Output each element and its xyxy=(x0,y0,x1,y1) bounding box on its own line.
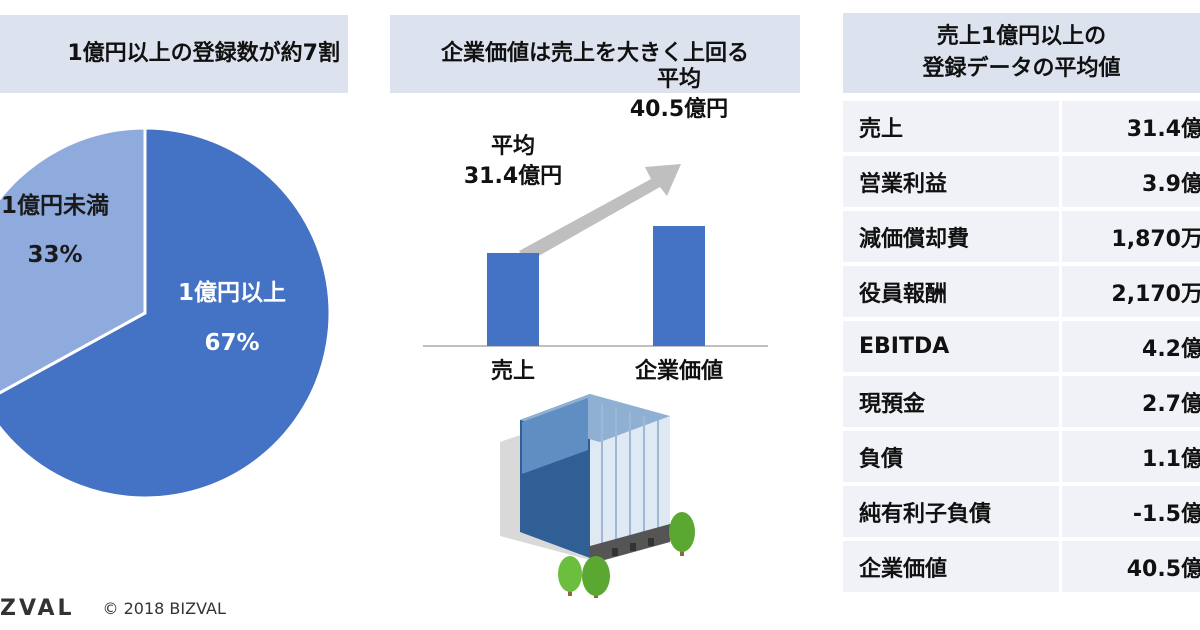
row-label: 現預金 xyxy=(843,376,1062,427)
table-row: 純有利子負債-1.5億 xyxy=(843,486,1200,537)
row-value: 1.1億 xyxy=(1062,431,1200,482)
row-label: 負債 xyxy=(843,431,1062,482)
pie-percent-label-1: 33% xyxy=(27,242,82,268)
table-header-line2: 登録データの平均値 xyxy=(922,56,1121,81)
pie-category-label-0: 1億円以上 xyxy=(178,279,286,306)
bar-value-prefix-0: 平均 xyxy=(491,133,535,159)
row-value: 2.7億 xyxy=(1062,376,1200,427)
bar-0 xyxy=(487,252,539,346)
footer: ZVAL © 2018 BIZVAL xyxy=(0,595,226,621)
growth-arrow xyxy=(519,164,681,262)
bar-value-label-0: 31.4億円 xyxy=(464,163,562,189)
pie-slice-1 xyxy=(0,126,147,395)
row-value: 2,170万 xyxy=(1062,266,1200,317)
pie-category-label-1: 1億円未満 xyxy=(1,192,109,219)
bar-category-label-0: 売上 xyxy=(491,358,535,384)
row-label: 企業価値 xyxy=(843,541,1062,592)
bar-1 xyxy=(653,226,705,346)
row-value: 31.4億 xyxy=(1062,101,1200,152)
row-label: 純有利子負債 xyxy=(843,486,1062,537)
row-label: 減価償却費 xyxy=(843,211,1062,262)
bar-value-prefix-1: 平均 xyxy=(657,66,701,92)
row-value: 1,870万 xyxy=(1062,211,1200,262)
pie-slice-0 xyxy=(0,126,332,500)
bar-chart-header: 企業価値は売上を大きく上回る xyxy=(390,15,800,93)
table-header: 売上1億円以上の 登録データの平均値 xyxy=(843,13,1200,93)
table-header-line1: 売上1億円以上の xyxy=(936,24,1107,49)
row-value: 40.5億 xyxy=(1062,541,1200,592)
row-label: 売上 xyxy=(843,101,1062,152)
office-building-illustration xyxy=(500,394,695,598)
bizval-logo: ZVAL xyxy=(0,595,75,621)
row-value: 3.9億 xyxy=(1062,156,1200,207)
bar-category-label-1: 企業価値 xyxy=(634,358,723,384)
bar-value-label-1: 40.5億円 xyxy=(630,96,728,122)
row-value: 4.2億 xyxy=(1062,321,1200,372)
row-value: -1.5億 xyxy=(1062,486,1200,537)
row-label: 営業利益 xyxy=(843,156,1062,207)
pie-percent-label-0: 67% xyxy=(204,330,259,356)
row-label: 役員報酬 xyxy=(843,266,1062,317)
pie-chart: 1億円以上 67% 1億円未満 33% xyxy=(0,126,332,500)
pie-chart-header: 1億円以上の登録数が約7割 xyxy=(0,15,348,93)
row-label: EBITDA xyxy=(843,321,1062,372)
bar-chart-title: 企業価値は売上を大きく上回る xyxy=(440,41,749,66)
pie-chart-title: 1億円以上の登録数が約7割 xyxy=(67,41,340,66)
copyright-text: © 2018 BIZVAL xyxy=(102,598,226,618)
